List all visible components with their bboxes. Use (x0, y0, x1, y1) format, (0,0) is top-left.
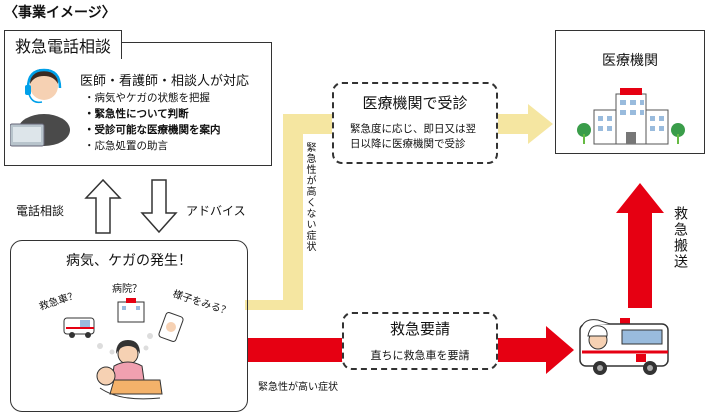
consultation-title: 救急電話相談 (4, 30, 123, 59)
thought-hospital: 病院？ (112, 284, 142, 295)
ambulance-icon (579, 318, 669, 375)
phone-thumb-icon (158, 312, 184, 342)
hospital-thumb-icon (117, 298, 145, 323)
advice-arrow (140, 179, 178, 234)
page-title: 〈事業イメージ〉 (4, 5, 116, 21)
family-illustration (63, 298, 184, 400)
consultation-item: 受診可能な医療機関を案内 (84, 122, 221, 138)
illness-title: 病気、ケガの発生！ (66, 253, 192, 269)
not-urgent-arrow (245, 104, 553, 310)
mother-figure (111, 340, 145, 381)
hospital-visit-panel (332, 82, 498, 164)
emergency-request-description: 直ちに救急車を要請 (370, 349, 470, 362)
not-urgent-label: 緊急性が高くない症状 (304, 142, 315, 252)
emergency-request-panel (342, 312, 498, 370)
hospital-panel (555, 30, 705, 154)
hospital-visit-description: 緊急度に応じ、即日又は翌日以降に医療機関で受診 (350, 123, 476, 150)
consultation-list: 病気やケガの状態を把握 緊急性について判断 受診可能な医療機関を案内 応急処置の… (84, 90, 221, 154)
emergency-request-title: 救急要請 (389, 320, 450, 338)
advice-label: アドバイス (186, 204, 246, 218)
emergency-transport-label: 救急搬送 (672, 206, 688, 270)
phone-consult-label: 電話相談 (16, 204, 65, 218)
operator-icon (10, 68, 70, 147)
emergency-transport-arrow (616, 183, 664, 308)
high-urgency-label: 緊急性が高い症状 (258, 382, 338, 393)
hospital-building-icon (577, 88, 685, 145)
phone-consult-arrow (84, 178, 122, 234)
consultation-item: 応急処置の助言 (84, 138, 221, 154)
high-urgency-arrowhead (546, 326, 574, 374)
illness-panel (10, 240, 248, 412)
hospital-visit-title: 医療機関で受診 (362, 94, 468, 112)
ambulance-thumb-icon (63, 317, 95, 338)
consultation-item: 緊急性について判断 (84, 106, 221, 122)
hospital-title: 医療機関 (602, 53, 658, 69)
consultation-item: 病気やケガの状態を把握 (84, 90, 221, 106)
consultation-provider: 医師・看護師・相談人が対応 (80, 74, 250, 89)
child-figure (96, 366, 163, 400)
